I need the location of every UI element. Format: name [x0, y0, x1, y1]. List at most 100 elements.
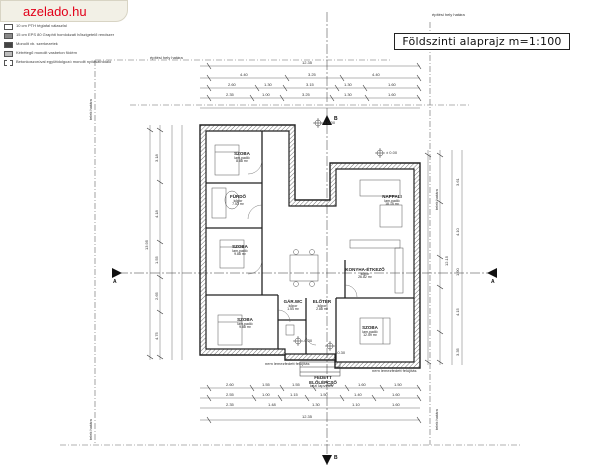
dimension-ticks — [146, 62, 444, 424]
dimension-label: 1.55 — [154, 256, 159, 264]
dimension-label: 1.30 — [344, 92, 352, 97]
dimension-label: 3.25 — [302, 92, 310, 97]
dimension-label: 1.48 — [268, 402, 276, 407]
dimension-label: 3.61 — [455, 178, 460, 186]
site-boundary — [60, 22, 520, 446]
section-lines — [118, 12, 492, 465]
boundary-label: telek határa — [434, 189, 439, 210]
level-label: ± 0.00 — [324, 120, 336, 125]
dimension-label: 1.15 — [290, 392, 298, 397]
dimension-label: 3.18 — [154, 154, 159, 162]
legend-swatch — [4, 60, 13, 66]
dimension-label: 12.35 — [302, 414, 313, 419]
dimension-label: 1.90 — [455, 268, 460, 276]
room-label: FEDETT ELŐLÉPCSŐ — [309, 375, 337, 385]
section-mark-a: A — [113, 279, 117, 285]
legend-text: Monolit vb. szerkezetek — [16, 41, 58, 46]
section-mark-b: B — [334, 455, 338, 461]
dimension-label: 4.18 — [154, 210, 159, 218]
legend-swatch — [4, 51, 13, 57]
boundary-label: telek határa — [88, 99, 93, 120]
dimension-label: 13.95 — [144, 239, 149, 250]
section-mark-a: A — [491, 279, 495, 285]
legend-item: Kétrétegű monolit vasbeton födém — [4, 50, 94, 58]
legend-swatch — [4, 42, 13, 48]
dimension-label: 4.15 — [455, 308, 460, 316]
drawing-title-text: Földszinti alaprajz m=1:100 — [402, 35, 562, 48]
dimension-label: 12.15 — [444, 255, 449, 266]
dimension-label: 2.65 — [154, 292, 159, 300]
dimension-label: 2.60 — [228, 82, 236, 87]
legend-item: 10 cm PTH téglafal válaszfal — [4, 23, 94, 31]
level-label: -0.30 — [336, 350, 346, 355]
legend-text: 10 cm PTH téglafal válaszfal — [16, 23, 67, 28]
dimension-label: 1.55 — [262, 382, 270, 387]
drawing-title: Földszinti alaprajz m=1:100 — [394, 33, 570, 50]
dimension-label: 12.35 — [302, 60, 313, 65]
legend-item: 15 cm EPS 80 Graphit homlokzati hősziget… — [4, 32, 114, 40]
dimension-label: 2.35 — [226, 92, 234, 97]
interior-partitions — [206, 131, 414, 362]
dimension-label: 1.55 — [292, 382, 300, 387]
dimension-label: 1.00 — [262, 392, 270, 397]
dimension-label: 4.40 — [240, 72, 248, 77]
dimension-label: 1.60 — [388, 82, 396, 87]
dimension-label: 1.10 — [352, 402, 360, 407]
legend-text: 15 cm EPS 80 Graphit homlokzati hősziget… — [16, 32, 115, 37]
dimension-label: 1.60 — [392, 392, 400, 397]
furniture — [211, 144, 404, 346]
site-name: azelado.hu — [23, 3, 87, 19]
building-walls — [199, 124, 421, 369]
boundary-label: építési hely határa — [150, 55, 183, 60]
boundary-label: telek határa — [88, 419, 93, 440]
dimension-lines — [149, 65, 463, 421]
site-logo[interactable]: azelado.hu — [0, 0, 128, 22]
dimension-label: 3.35 — [455, 348, 460, 356]
dimension-label: 1.40 — [354, 392, 362, 397]
dimension-label: 2.55 — [226, 392, 234, 397]
section-mark-b: B — [334, 116, 338, 122]
dimension-label: 3.15 — [306, 82, 314, 87]
dimension-label: 1.30 — [326, 382, 334, 387]
dimension-label: 1.60 — [388, 92, 396, 97]
section-markers — [112, 115, 497, 465]
legend-text: Betonkoszorúval együttdolgozó monolit ny… — [16, 59, 112, 64]
legend-swatch — [4, 24, 13, 30]
legend-text: Kétrétegű monolit vasbeton födém — [16, 50, 77, 55]
level-label: ± 0.00 — [386, 150, 398, 155]
dimension-label: 1.00 — [262, 92, 270, 97]
note-label: nem lemezfedett felújítás — [372, 368, 417, 373]
dimension-label: 1.60 — [392, 402, 400, 407]
door-swings — [247, 159, 358, 346]
legend-item: Betonkoszorúval együttdolgozó monolit ny… — [4, 59, 111, 67]
dimension-label: 1.60 — [358, 382, 366, 387]
dimension-label: 1.50 — [394, 382, 402, 387]
entrance-steps — [299, 361, 341, 377]
dimension-label: 1.50 — [320, 392, 328, 397]
legend: 10 cm PTH téglafal válaszfal 15 cm EPS 8… — [4, 22, 114, 74]
dimension-label: 4.40 — [372, 72, 380, 77]
dimension-label: 2.60 — [226, 382, 234, 387]
dimension-label: 2.35 — [226, 402, 234, 407]
dimension-label: 4.10 — [455, 228, 460, 236]
dimension-label: 4.75 — [154, 332, 159, 340]
legend-swatch — [4, 33, 13, 39]
dimension-label: 1.30 — [344, 82, 352, 87]
note-label: nem lemezfedett felújítás — [265, 361, 310, 366]
boundary-label: építési hely határa — [432, 12, 465, 17]
dimension-label: 1.30 — [312, 402, 320, 407]
dimension-label: 3.25 — [308, 72, 316, 77]
dimension-label: 1.30 — [264, 82, 272, 87]
note-label: kézi lapvetés — [310, 383, 334, 388]
level-label: -0.30 — [303, 338, 313, 343]
